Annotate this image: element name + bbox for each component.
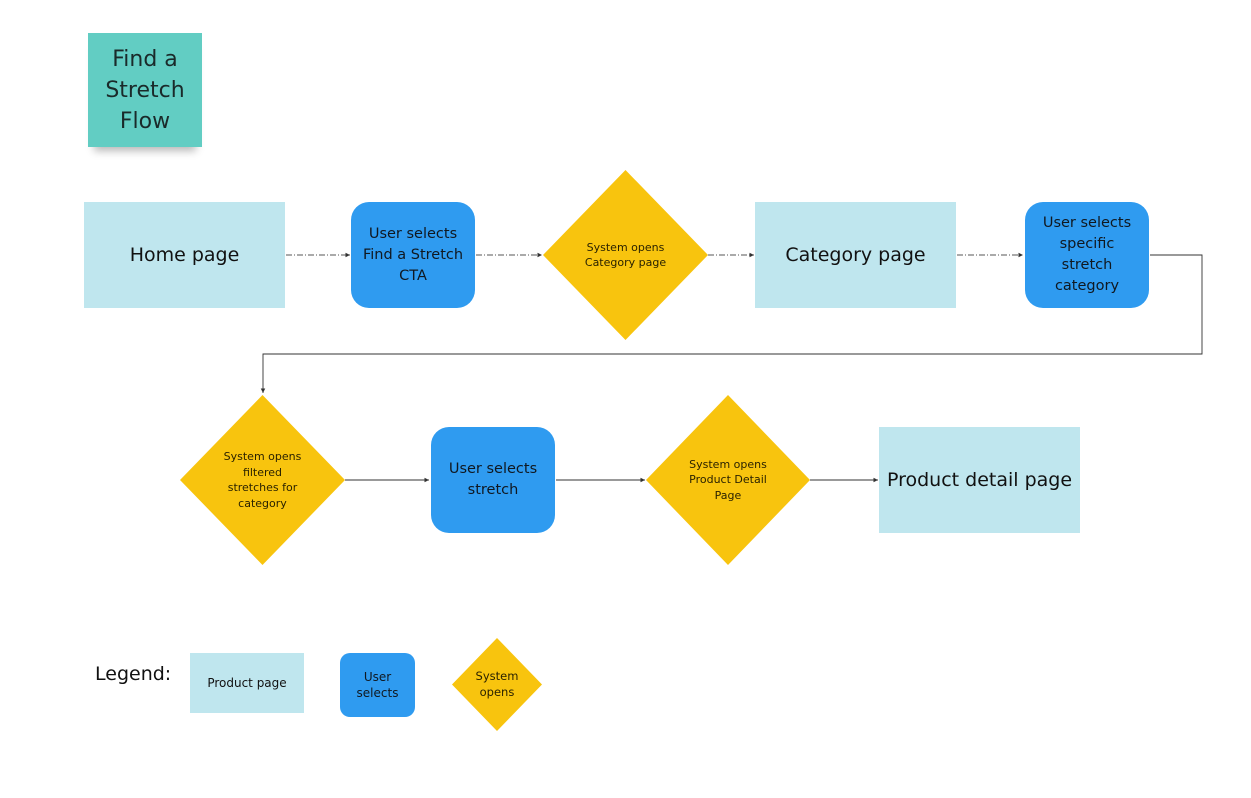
diamond-shape	[180, 395, 345, 565]
node-user-selects-stretch[interactable]: User selects stretch	[431, 427, 555, 533]
legend-system-opens: System opens	[452, 638, 542, 731]
node-system-pdp-line-2: Product Detail	[689, 473, 767, 487]
node-system-filtered-line-2: filtered	[242, 465, 283, 479]
node-user-category-line-3: category	[1054, 278, 1120, 294]
node-system-category-line-1: System opens	[586, 240, 665, 254]
node-system-filtered-line-4: category	[238, 496, 287, 510]
legend-system-opens-line-1: System	[475, 669, 519, 683]
node-system-filtered-line-3: stretches for	[227, 481, 298, 494]
node-home-page-label: Home page	[129, 244, 240, 266]
node-home-page[interactable]: Home page	[84, 202, 285, 308]
node-user-find-line-1: User selects	[368, 225, 458, 242]
node-product-detail-label: Product detail page	[886, 469, 1073, 491]
title-line-1: Find a	[112, 46, 178, 72]
node-category-page[interactable]: Category page	[755, 202, 956, 308]
title-line-3: Flow	[119, 108, 171, 134]
node-system-opens-filtered-stretches[interactable]: System opens filtered stretches for cate…	[180, 395, 345, 565]
node-system-pdp-line-3: Page	[714, 488, 742, 502]
node-system-filtered-line-1: System opens	[223, 450, 302, 463]
diamond-shape	[646, 395, 810, 565]
title-line-2: Stretch	[105, 77, 185, 103]
node-system-category-line-2: Category page	[584, 256, 667, 269]
legend-product-page-label: Product page	[207, 676, 287, 690]
node-product-detail-page[interactable]: Product detail page	[879, 427, 1080, 533]
node-user-stretch-line-1: User selects	[448, 461, 538, 477]
node-user-find-line-2: Find a Stretch	[362, 246, 464, 263]
legend-label: Legend:	[95, 663, 172, 685]
legend-product-page: Product page	[190, 653, 304, 713]
diamond-shape	[543, 170, 708, 340]
node-user-stretch-line-2: stretch	[467, 482, 519, 498]
node-user-selects-specific-category[interactable]: User selects specific stretch category	[1025, 202, 1149, 308]
legend-user-selects: User selects	[340, 653, 415, 717]
title-sticky-note: Find a Stretch Flow	[88, 33, 202, 147]
node-user-selects-find-a-stretch[interactable]: User selects Find a Stretch CTA	[351, 202, 475, 308]
node-system-opens-category-page[interactable]: System opens Category page	[543, 170, 708, 340]
node-category-page-label: Category page	[785, 244, 926, 266]
node-system-pdp-line-1: System opens	[689, 457, 767, 471]
legend-system-opens-line-2: opens	[479, 684, 515, 699]
node-user-category-line-2: specific stretch	[1059, 236, 1115, 273]
legend-user-selects-label: User selects	[356, 670, 399, 700]
node-user-category-line-1: User selects	[1042, 215, 1132, 231]
diamond-shape	[452, 638, 542, 731]
node-user-find-line-3: CTA	[399, 267, 427, 284]
node-system-opens-product-detail[interactable]: System opens Product Detail Page	[646, 395, 810, 565]
